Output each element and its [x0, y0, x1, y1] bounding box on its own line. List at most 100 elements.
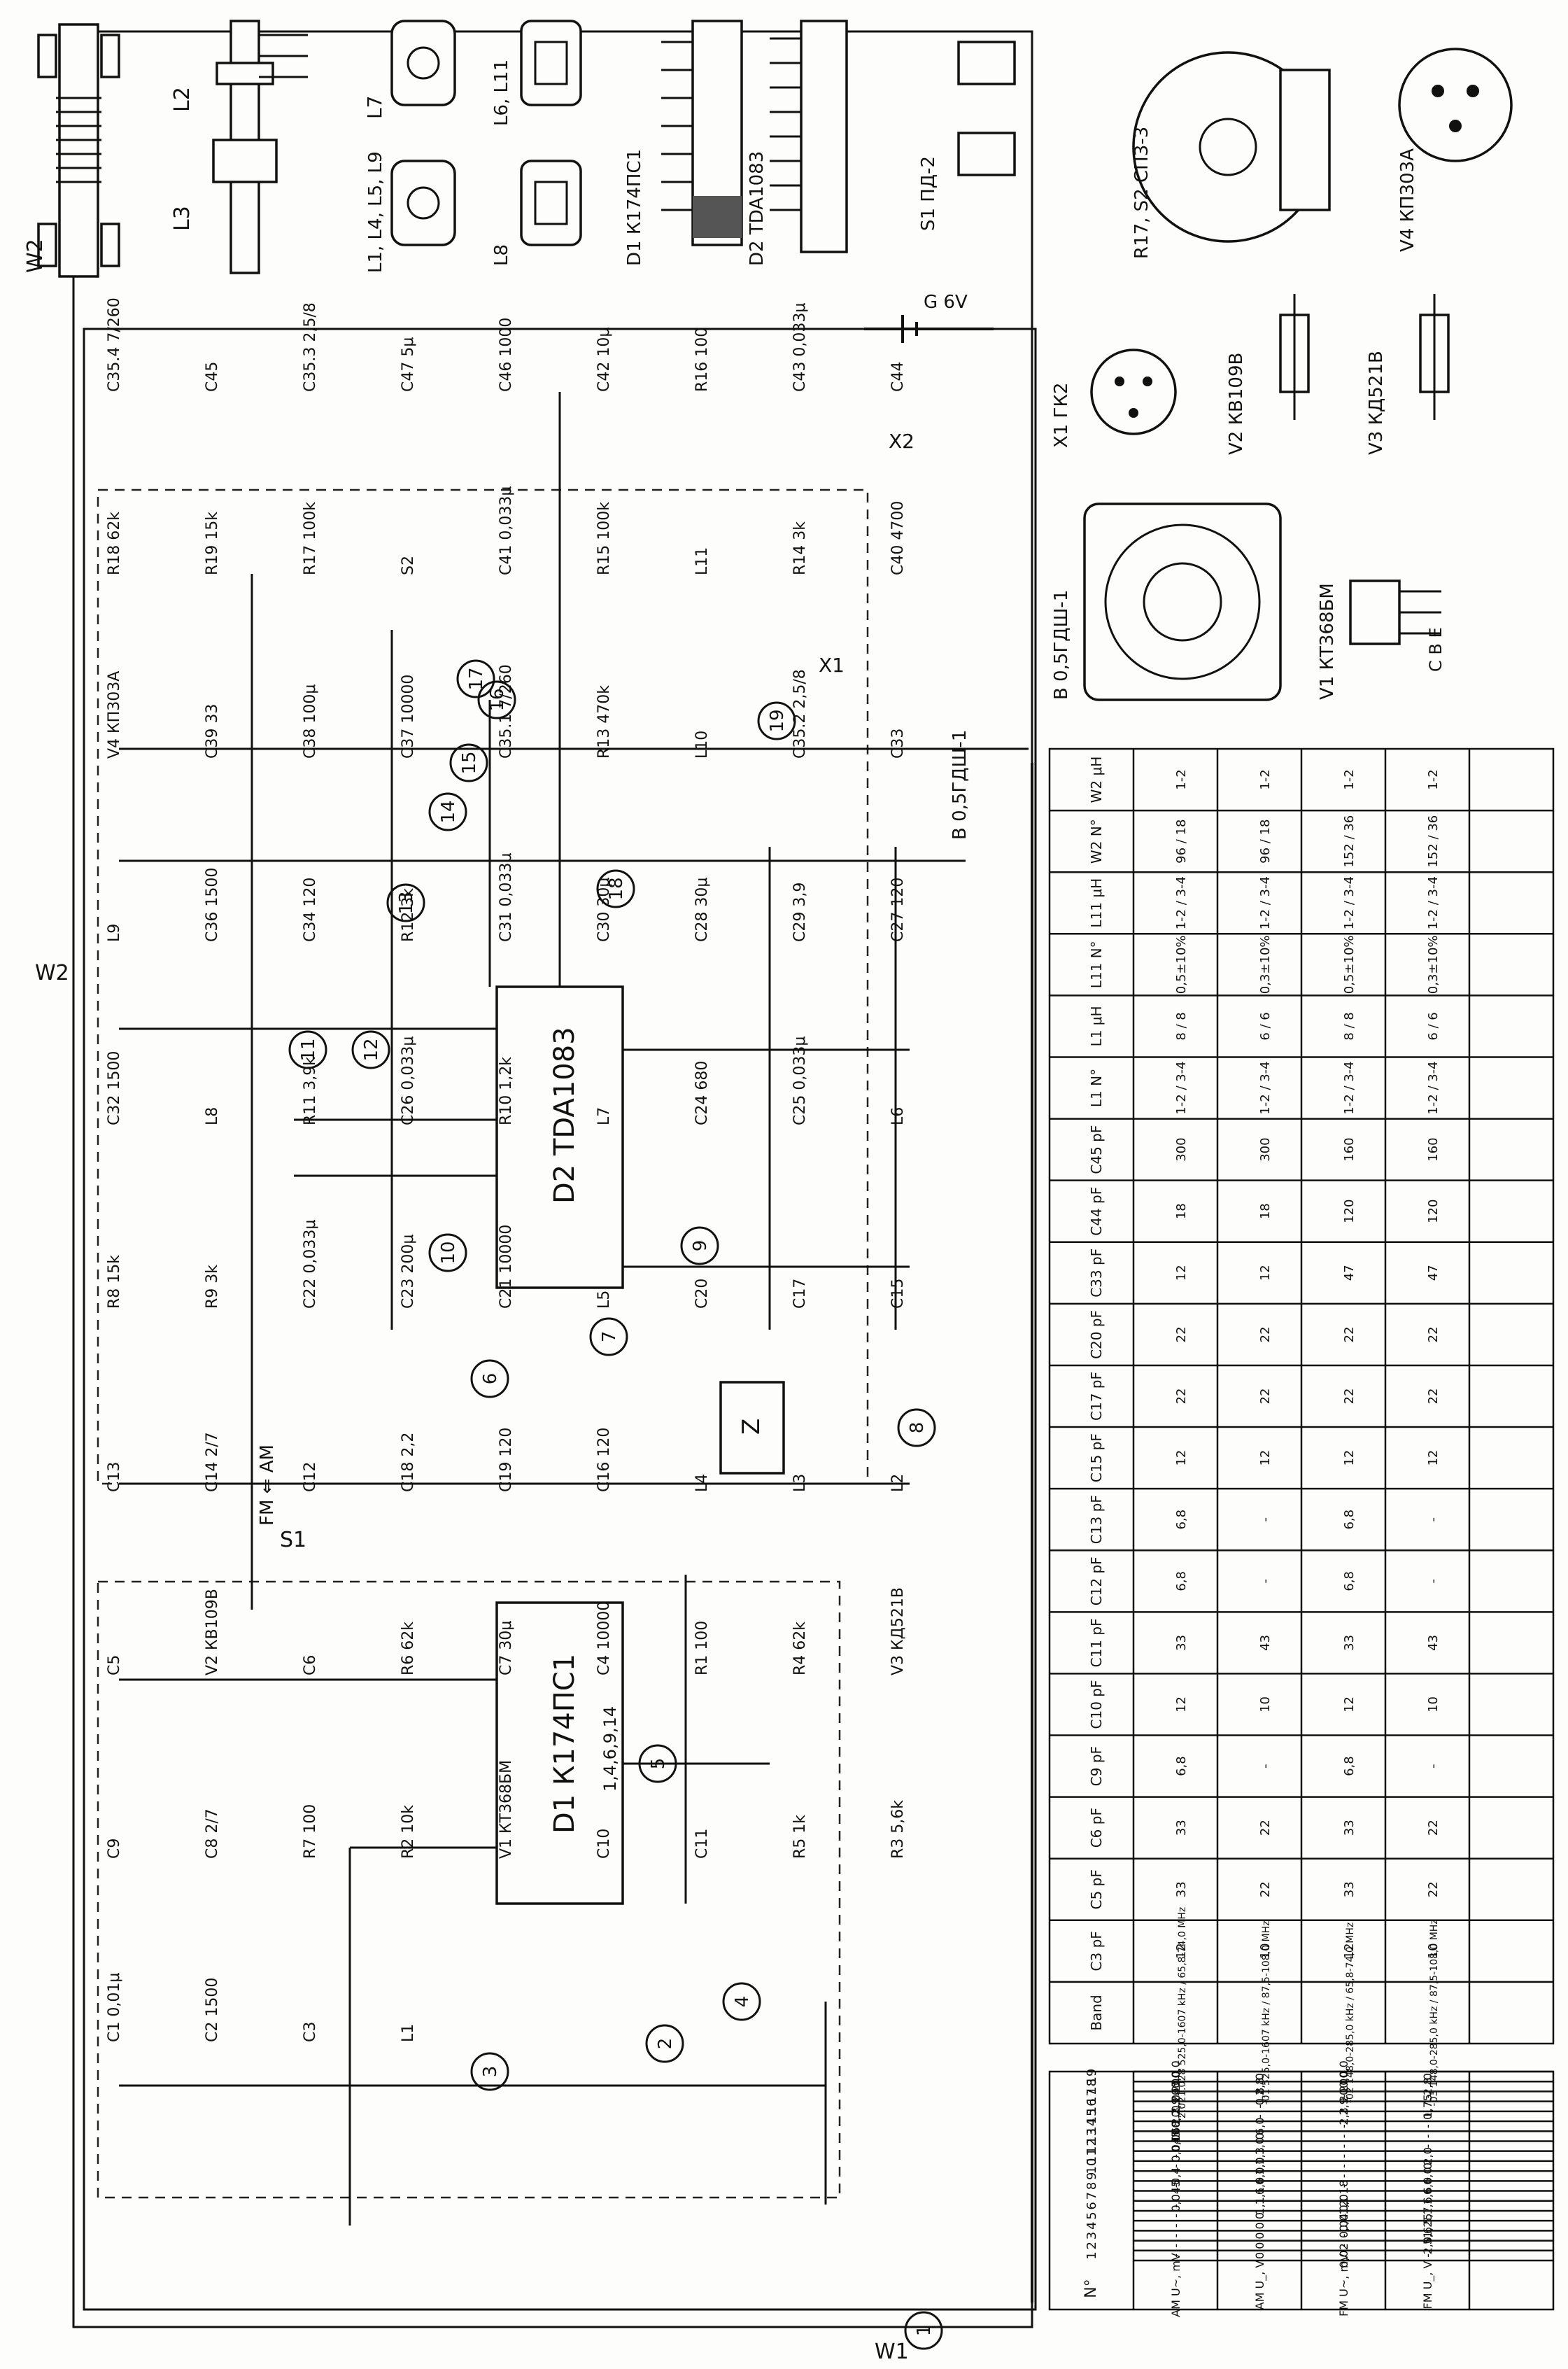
volt-table-point: 13 — [1085, 2128, 1099, 2144]
coil-table-cell: 300 — [1258, 1137, 1273, 1161]
volt-table-cell: 0 — [1421, 2073, 1434, 2080]
volt-table-mode: FM U~, mV — [1337, 2254, 1350, 2317]
volt-table-cell: 1,0 — [1253, 2157, 1266, 2174]
volt-table-point: 14 — [1085, 2118, 1099, 2135]
volt-table-point: 1 — [1085, 2251, 1099, 2259]
coil-table-cell: 1-2 / 3-4 — [1174, 876, 1189, 929]
v2-top-label: V2 КВ109В — [1226, 353, 1247, 455]
volt-table-cell: 0,045 — [1169, 2081, 1182, 2113]
node-marker: 19 — [757, 701, 796, 740]
volt-table-cell: 0,045 — [1169, 2180, 1182, 2212]
component-label: C15 — [889, 1279, 907, 1309]
coil-table-cell: 22 — [1258, 1881, 1273, 1897]
coil-table-cell: 12 — [1426, 1450, 1441, 1466]
volt-table-cell: - — [1421, 2144, 1434, 2149]
component-label: C18 2,2 — [400, 1433, 417, 1492]
coil-table-header: C33 pF — [1088, 1249, 1105, 1298]
component-label: C19 120 — [497, 1428, 515, 1492]
component-label: L7 — [595, 1107, 613, 1125]
l8-top-label: L8 — [491, 244, 512, 266]
coil-table-cell: 47 — [1342, 1265, 1357, 1281]
l8-outline: L8 — [491, 160, 582, 266]
coil-table-header: C17 pF — [1088, 1372, 1105, 1421]
component-label: C39 33 — [204, 704, 221, 759]
v1-outline: V1 КТ368БМ C B E — [1317, 579, 1446, 700]
coil-table-cell: 6,8 — [1174, 1510, 1189, 1530]
volt-table-cell: - — [1169, 2204, 1182, 2208]
component-label: C12 — [302, 1462, 319, 1492]
speaker-outline: B 0,5ГДШ-1 — [1051, 502, 1282, 701]
node-marker: 6 — [470, 1359, 509, 1398]
component-label: C37 10000 — [400, 675, 417, 759]
l6-l11-outline: L6, L11 — [491, 20, 582, 126]
coil-table-cell: 1-2 / 3-4 — [1342, 1061, 1357, 1114]
volt-table-cell: 0,045 — [1169, 2130, 1182, 2163]
volt-table-point: 4 — [1085, 2222, 1099, 2230]
coil-table-cell: 1-2 — [1258, 769, 1273, 789]
coil-table-cell: 1-2 — [1342, 769, 1357, 789]
coil-table-header: C11 pF — [1088, 1618, 1105, 1667]
volt-table-mode: AM U_, V — [1253, 2261, 1267, 2310]
component-label: C32 1500 — [106, 1051, 123, 1125]
volt-table-cell: 0,4 — [1169, 2167, 1182, 2184]
coil-table-cell: 12 — [1174, 1943, 1189, 1959]
volt-table-cell: - — [1337, 2174, 1350, 2178]
component-label: C28 30μ — [693, 878, 711, 942]
w2-top-label: W2 — [23, 239, 48, 273]
coil-table-cell: 120 — [1426, 1200, 1441, 1223]
coil-table-cell: 6,8 — [1174, 1756, 1189, 1776]
node-number: 3 — [480, 2066, 501, 2078]
coil-table-header: C9 pF — [1088, 1746, 1105, 1786]
node-number: 14 — [438, 800, 459, 823]
component-label: C21 10000 — [497, 1225, 515, 1309]
x1-outline: X1 ГК2 — [1051, 349, 1177, 448]
component-label: R5 1k — [791, 1815, 809, 1859]
volt-table-cell: 1,1 — [1337, 2197, 1350, 2214]
coil-table-header: L1 μH — [1088, 1006, 1105, 1046]
component-label: C10 — [595, 1829, 613, 1859]
coil-table-cell: 22 — [1258, 1389, 1273, 1405]
volt-table-cell: 5,6 — [1421, 2227, 1434, 2244]
component-label: R13 470k — [595, 685, 613, 759]
component-label: C43 0,033μ — [791, 303, 809, 392]
volt-table-cell: 0,8 — [1253, 2088, 1266, 2105]
coil-table-cell: 33 — [1174, 1635, 1189, 1651]
coil-table-cell: 12 — [1342, 1696, 1357, 1713]
w2-rod-outline: W2 — [23, 23, 120, 278]
coil-table-cell: 33 — [1174, 1820, 1189, 1836]
coil-table-cell: 10 — [1258, 1696, 1273, 1713]
coil-table-cell: 1-2 / 3-4 — [1426, 876, 1441, 929]
node-number: 2 — [655, 2038, 676, 2050]
coil-table-cell: 6 / 6 — [1258, 1012, 1273, 1040]
volt-table-cell: 200,0 — [1337, 2070, 1350, 2102]
node-marker: 15 — [449, 743, 488, 782]
node-marker: 14 — [428, 792, 467, 831]
coil-table-cell: 152 / 36 — [1426, 815, 1441, 868]
coil-table-cell: 1-2 — [1174, 769, 1189, 789]
v3-outline: V3 КД521В — [1366, 294, 1450, 455]
l3-top-label: L3 — [170, 206, 195, 231]
component-label: L10 — [693, 731, 711, 759]
coil-table-header: C45 pF — [1088, 1125, 1105, 1174]
coil-table-header: L1 N° — [1088, 1069, 1105, 1107]
volt-table-cell: 2,3 — [1337, 2107, 1350, 2125]
coil-table-header: C10 pF — [1088, 1680, 1105, 1729]
volt-table-cell: - — [1337, 2184, 1350, 2188]
coil-table-cell: 6,8 — [1342, 1756, 1357, 1776]
component-label: L3 — [791, 1474, 809, 1492]
volt-table-cell: 200,0 — [1169, 2070, 1182, 2102]
component-label: R15 100k — [595, 502, 613, 575]
l6-l11-label: L6, L11 — [491, 59, 512, 126]
component-label: V1 КТ368БМ — [497, 1760, 515, 1859]
component-label: C8 2/7 — [204, 1808, 221, 1859]
volt-table-point: 19 — [1085, 2069, 1099, 2085]
volt-table-cell: 0 — [1253, 2073, 1266, 2080]
w1-label: W1 — [875, 2340, 909, 2364]
component-label: R6 62k — [400, 1622, 417, 1675]
v1-top-label: V1 КТ368БМ — [1317, 583, 1338, 700]
volt-table-cell: - — [1421, 2254, 1434, 2258]
component-label: C4 10000 — [595, 1601, 613, 1675]
coil-table-header: C13 pF — [1088, 1495, 1105, 1544]
component-label: R14 3k — [791, 521, 809, 575]
